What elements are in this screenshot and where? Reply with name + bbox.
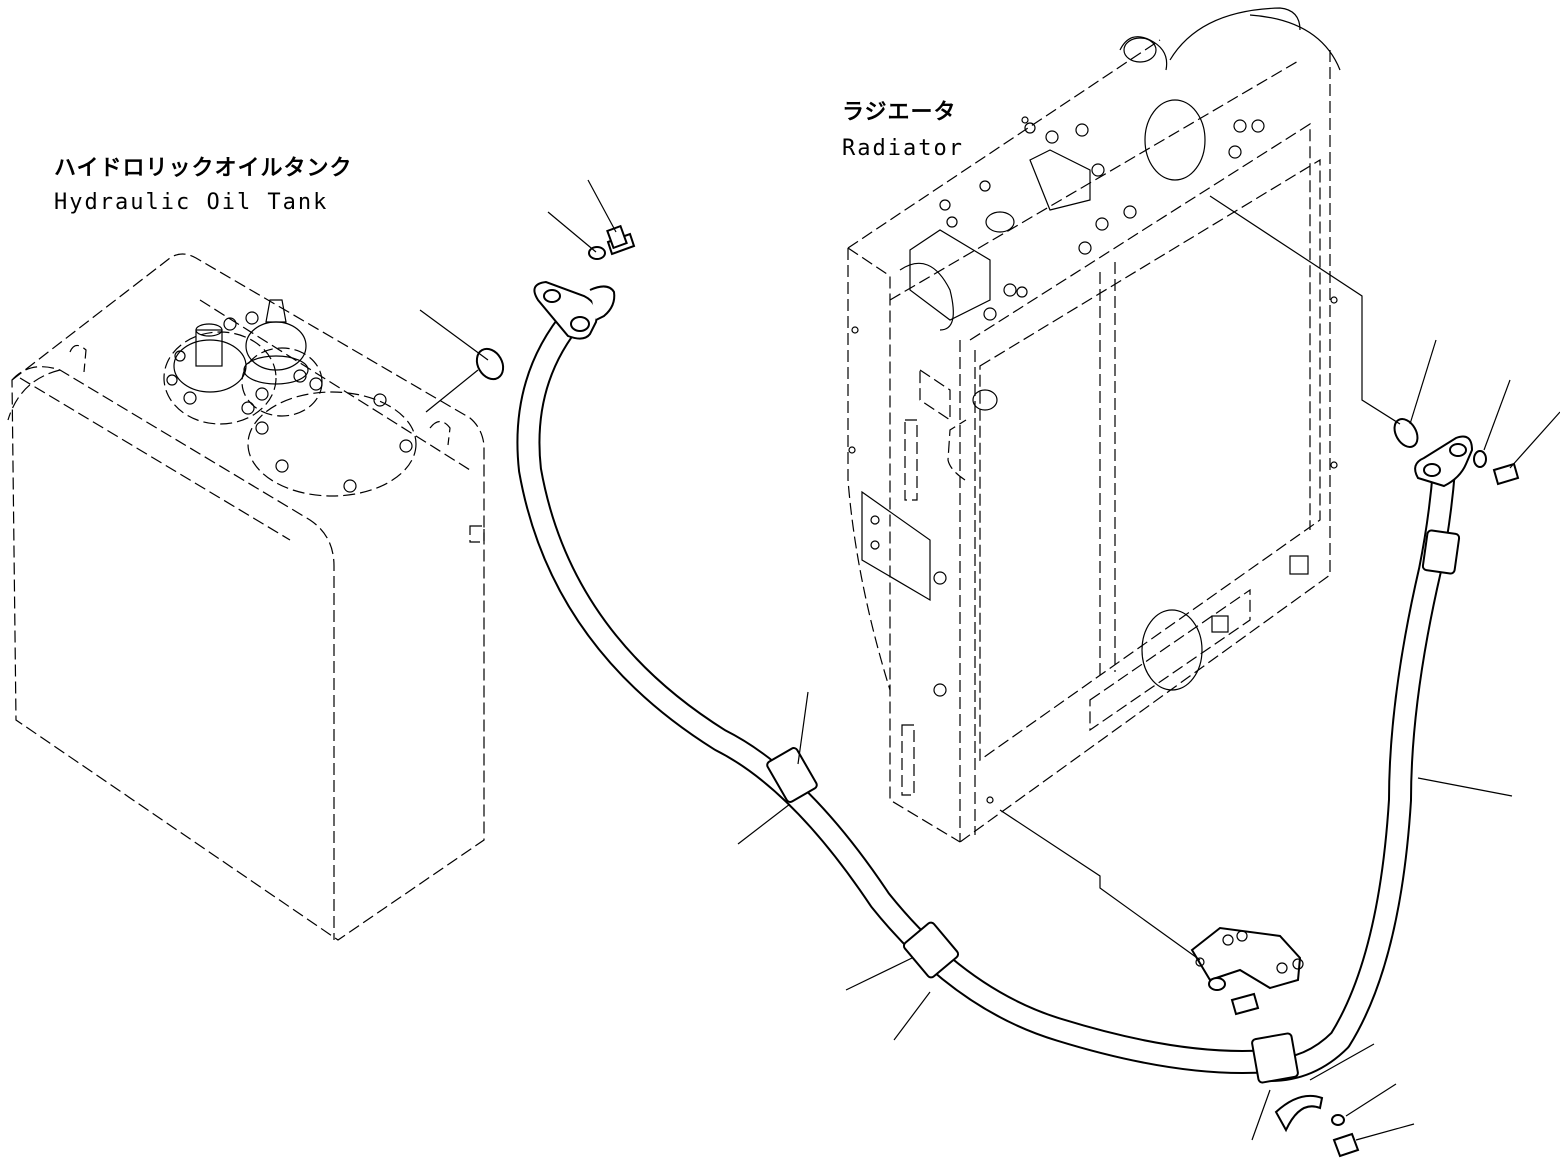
bolt-left [588, 224, 636, 260]
o-ring-left [475, 347, 505, 381]
hydraulic-oil-tank [7, 253, 485, 941]
radiator-label-en: Radiator [842, 136, 964, 161]
flange-right [1414, 435, 1474, 488]
leader-lines [419, 179, 1560, 1141]
bolt-right [1473, 450, 1520, 486]
hose-sleeves [766, 529, 1461, 1084]
bolt-bracket [1208, 977, 1260, 1016]
radiator-label-jp: ラジエータ [842, 100, 957, 125]
tank-label-en: Hydraulic Oil Tank [54, 190, 329, 215]
bolt-bottom [1331, 1114, 1360, 1158]
tank-label-jp: ハイドロリックオイルタンク [54, 156, 353, 181]
o-ring-right [1393, 418, 1419, 448]
bracket [1190, 926, 1324, 1133]
flange-left [533, 280, 616, 340]
radiator [847, 7, 1341, 843]
